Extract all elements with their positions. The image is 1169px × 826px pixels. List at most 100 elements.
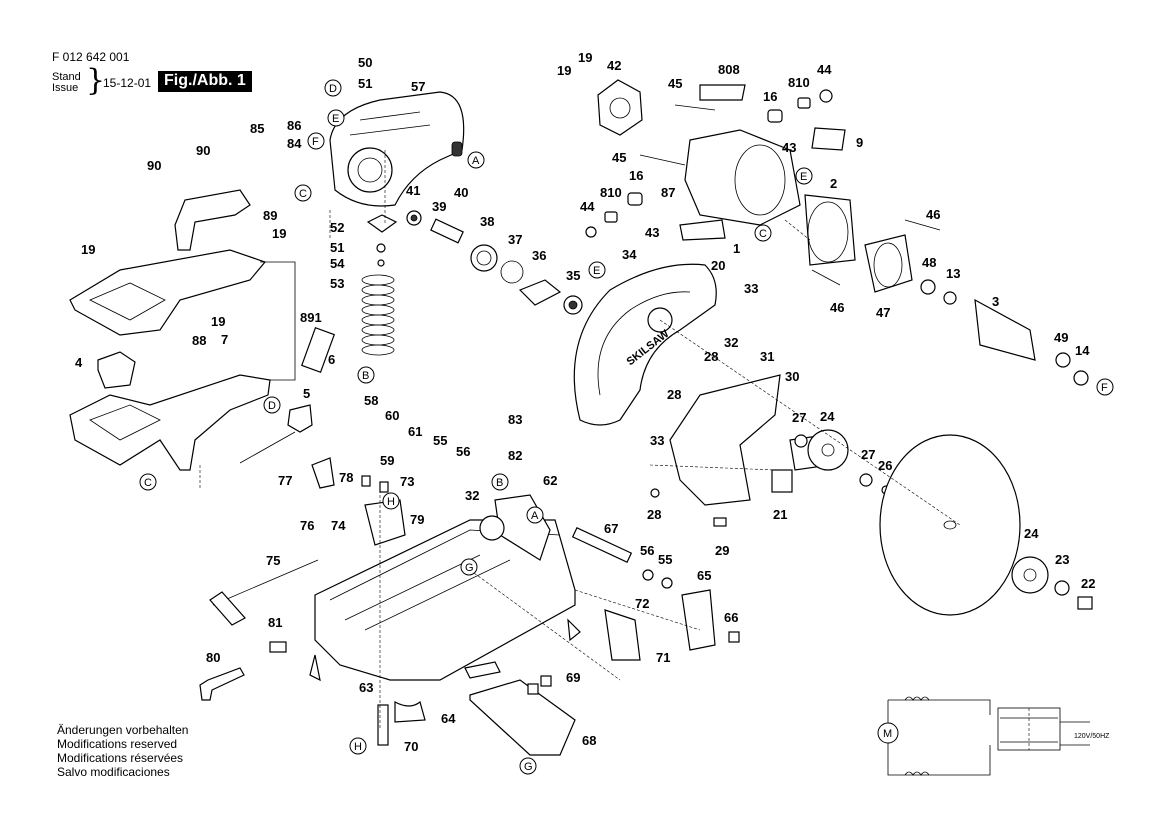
group-bracket-891 [260,261,296,381]
reference-letters: D E F A C B D C E E C F B H A G H G [139,79,1114,775]
callout-74: 74 [331,518,346,533]
callout-16b: 16 [629,168,643,183]
figure-label: Fig./Abb. 1 [158,71,252,92]
callout-56b: 56 [640,543,654,558]
callout-29: 29 [715,543,729,558]
callout-21: 21 [773,507,787,522]
callout-90b: 90 [147,158,161,173]
callout-27b: 27 [861,447,875,462]
callout-47: 47 [876,305,890,320]
callout-30: 30 [785,369,799,384]
callout-45a: 45 [668,76,682,91]
assembly-lines [199,150,961,730]
callout-28a: 28 [704,349,718,364]
callout-20: 20 [711,258,725,273]
callout-9: 9 [856,135,863,150]
letter-B: B [362,370,369,382]
upper-arm-housing [329,91,465,207]
callout-46a: 46 [926,207,940,222]
callout-77: 77 [278,473,292,488]
callout-57: 57 [411,79,425,94]
note-es: Salvo modificaciones [57,765,170,779]
callout-51: 51 [358,76,372,91]
letter-C2: C [144,477,152,489]
callout-70: 70 [404,739,418,754]
callout-4: 4 [75,355,83,370]
callout-55b: 55 [658,552,672,567]
callout-50: 50 [358,55,372,70]
callout-14: 14 [1075,343,1090,358]
callout-810b: 810 [600,185,622,200]
callout-5: 5 [303,386,310,401]
callout-43a: 43 [782,140,796,155]
callout-3: 3 [992,294,999,309]
callout-28c: 28 [647,507,661,522]
base-table [309,494,633,746]
side-parts [97,327,336,464]
blade-guard: SKILSAW [573,263,717,426]
letter-D: D [329,83,337,95]
callout-37: 37 [508,232,522,247]
letter-G: G [465,562,474,574]
callout-19b: 19 [272,226,286,241]
callout-85: 85 [250,121,264,136]
cutoff-wheel [879,434,1093,616]
callout-6: 6 [328,352,335,367]
callout-58: 58 [364,393,378,408]
letter-D2: D [268,400,276,412]
callout-35: 35 [566,268,580,283]
voltage-label: 120V/50HZ [1074,733,1110,740]
callout-55a: 55 [433,433,447,448]
callout-19e: 19 [578,50,592,65]
issue-label: Issue [52,82,79,94]
callout-42: 42 [607,58,621,73]
drawing-number: F 012 642 001 [52,50,130,64]
callout-64: 64 [441,711,456,726]
brace-glyph: } [86,63,106,98]
callout-61: 61 [408,424,422,439]
modifications-notes: Änderungen vorbehalten Modifications res… [57,723,188,779]
letter-F2: F [1101,382,1108,394]
note-de: Änderungen vorbehalten [57,723,189,737]
lower-guard [650,374,891,527]
callout-54: 54 [330,256,345,271]
callout-24a: 24 [820,409,835,424]
callout-891: 891 [300,310,322,325]
callout-51b: 51 [330,240,344,255]
callout-40: 40 [454,185,468,200]
callout-2: 2 [830,176,837,191]
callout-69: 69 [566,670,580,685]
letter-C3: C [759,228,767,240]
letter-E: E [332,113,339,125]
callout-78: 78 [339,470,353,485]
note-en: Modifications reserved [57,737,178,751]
motor-housing [585,79,1089,386]
callout-39: 39 [432,199,446,214]
callout-34: 34 [622,247,637,262]
note-fr: Modifications réservées [57,751,184,765]
callout-68: 68 [582,733,596,748]
gear-train [406,210,583,315]
letter-C: C [299,188,307,200]
letter-E3: E [800,171,807,183]
base-handle-frame [69,374,271,471]
callout-52: 52 [330,220,344,235]
callout-76: 76 [300,518,314,533]
callout-86: 86 [287,118,301,133]
callout-32: 32 [724,335,738,350]
switch-handle [69,189,267,336]
callout-22: 22 [1081,576,1095,591]
letter-A2: A [531,510,539,522]
issue-date: 15-12-01 [103,76,152,90]
callout-49: 49 [1054,330,1068,345]
callout-79: 79 [410,512,424,527]
callout-71: 71 [656,650,670,665]
callout-56a: 56 [456,444,470,459]
callout-45b: 45 [612,150,626,165]
callout-44b: 44 [580,199,595,214]
vise-parts [199,457,740,756]
spring [361,214,398,356]
callout-89: 89 [263,208,277,223]
letter-A: A [472,155,480,167]
